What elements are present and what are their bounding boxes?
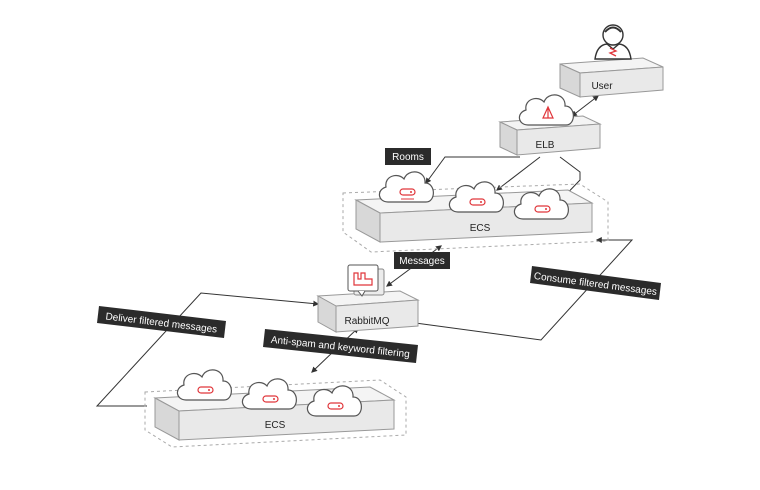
ecs-top-label: ECS: [470, 223, 491, 234]
server-icon: [241, 378, 297, 410]
message-queue-icon: [347, 264, 385, 297]
server-icon: [306, 385, 362, 417]
tag-rooms: Rooms: [385, 148, 431, 165]
elb-to-server-2-link: [496, 156, 541, 191]
deliver-link: [95, 292, 320, 407]
tag-rooms-text: Rooms: [392, 152, 424, 163]
elb-to-server-1-link: [425, 156, 520, 184]
elb-label: ELB: [536, 140, 555, 151]
rabbitmq-node[interactable]: RabbitMQ: [316, 264, 420, 333]
user-node[interactable]: User: [559, 24, 664, 98]
ecs-bottom-label: ECS: [265, 420, 286, 431]
rabbitmq-label: RabbitMQ: [344, 316, 389, 327]
server-icon: [448, 181, 504, 213]
tag-consume: Consume filtered messages: [530, 266, 661, 300]
load-balancer-icon: [518, 94, 574, 126]
user-elb-link: [571, 95, 599, 117]
ecs-bottom-boundary: [144, 379, 407, 448]
server-icon: [176, 369, 232, 401]
server-icon: [378, 171, 434, 203]
ecs-bottom-group[interactable]: ECS: [144, 369, 407, 448]
tag-deliver: Deliver filtered messages: [97, 306, 226, 338]
tag-messages-text: Messages: [399, 256, 445, 267]
user-label: User: [591, 81, 613, 92]
server-icon: [513, 188, 569, 220]
tag-antispam: Anti-spam and keyword filtering: [263, 329, 418, 363]
tag-messages: Messages: [394, 252, 450, 269]
user-icon: [594, 24, 632, 60]
elb-node[interactable]: ELB: [498, 94, 602, 156]
ecs-top-group[interactable]: ECS: [342, 171, 609, 253]
